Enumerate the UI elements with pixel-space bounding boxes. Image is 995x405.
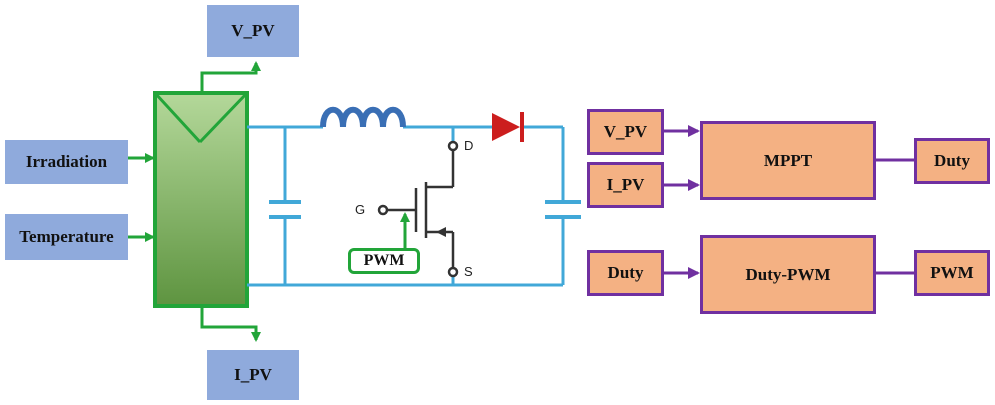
pv-panel [153, 91, 249, 308]
vpv-output-arrow [200, 61, 261, 93]
pwm-duty-input: Duty [587, 250, 664, 296]
inductor [320, 106, 406, 128]
irradiation-input: Irradiation [5, 140, 128, 184]
input-capacitor [269, 200, 301, 219]
circuit-wires [247, 125, 565, 287]
pwm-output: PWM [914, 250, 990, 296]
mppt-ipv-input: I_PV [587, 162, 664, 208]
drain-pin-label: D [464, 138, 474, 153]
ipv-output: I_PV [207, 350, 299, 400]
gate-pin-label: G [355, 202, 366, 217]
mosfet-switch [377, 140, 459, 278]
ipv-output-arrow [200, 306, 261, 342]
pwm-gate-label: PWM [348, 248, 420, 274]
mppt-vpv-input: V_PV [587, 109, 664, 155]
source-pin-label: S [464, 264, 473, 279]
mppt-duty-output: Duty [914, 138, 990, 184]
diode [492, 112, 524, 142]
mppt-block: MPPT [700, 121, 876, 200]
vpv-output: V_PV [207, 5, 299, 57]
duty-pwm-block: Duty-PWM [700, 235, 876, 314]
output-capacitor [545, 200, 581, 219]
block-arrows [664, 125, 916, 279]
temperature-input: Temperature [5, 214, 128, 260]
